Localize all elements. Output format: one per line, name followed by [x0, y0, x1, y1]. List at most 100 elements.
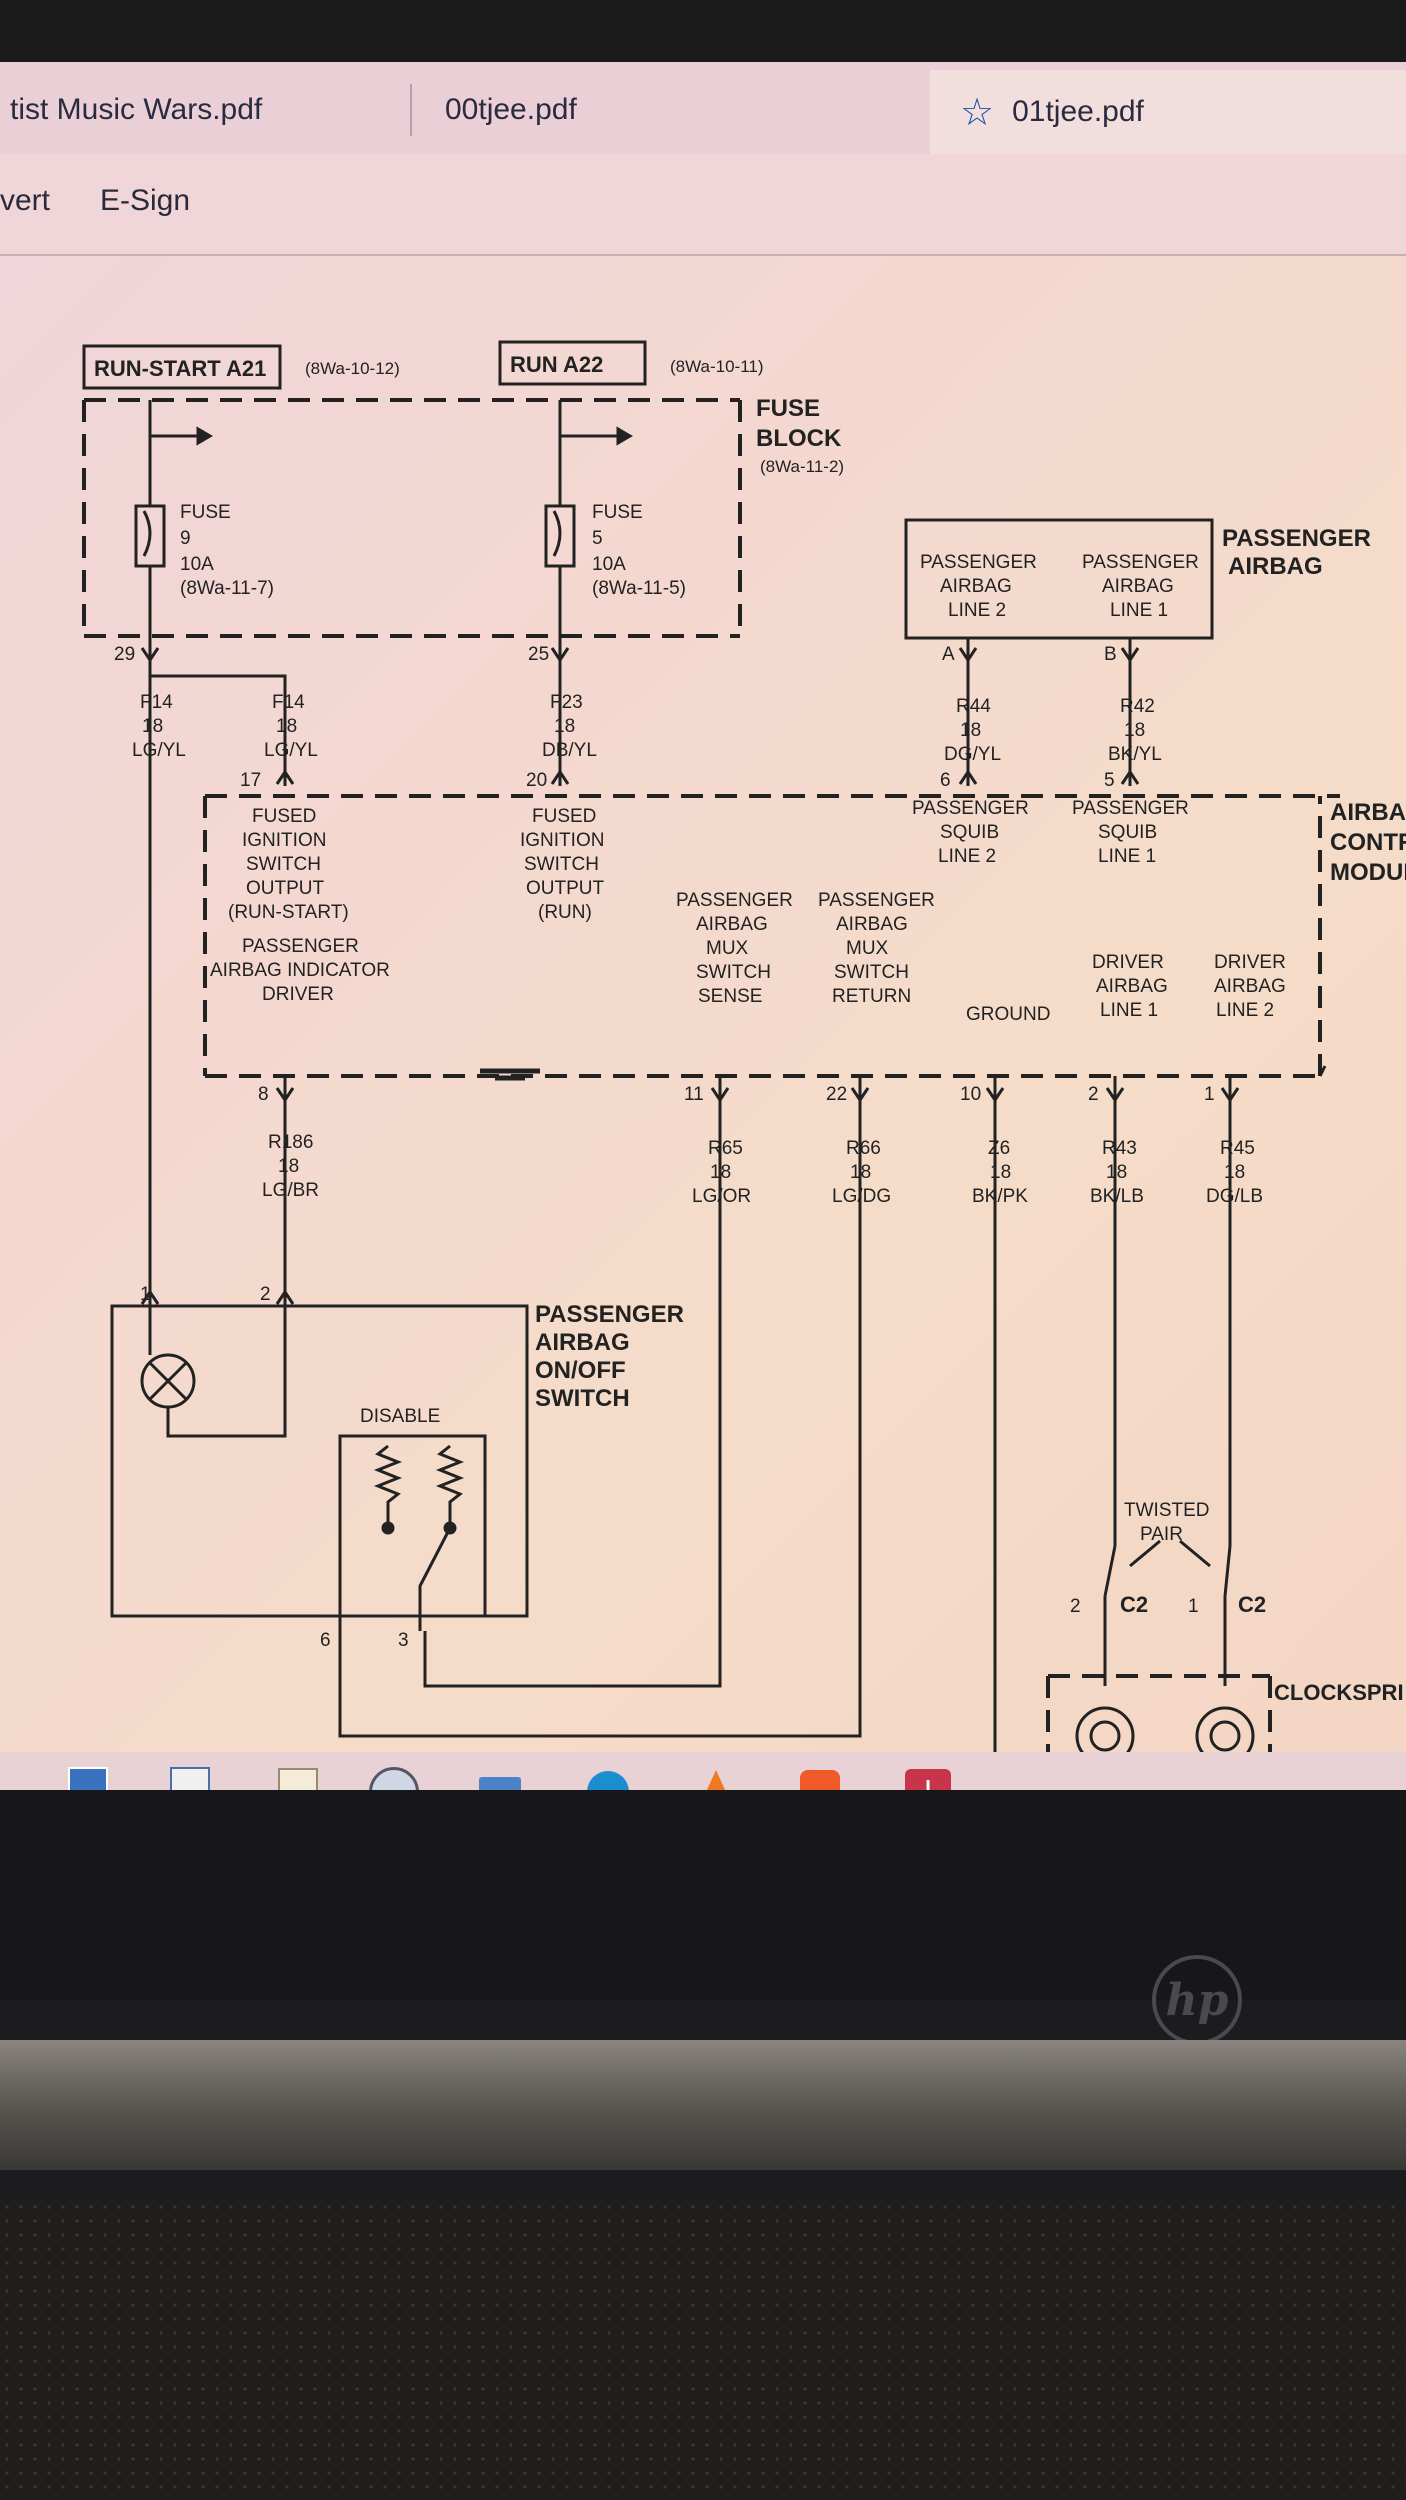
fuse9-l1: FUSE	[180, 502, 231, 523]
wire-r66-l2: 18	[850, 1162, 871, 1183]
wire-r43-l1: R43	[1102, 1138, 1137, 1159]
pin-1: 1	[1204, 1084, 1215, 1105]
wire-z6-l3: BK/PK	[972, 1186, 1028, 1207]
laptop-keyboard-area	[0, 2200, 1406, 2500]
psl1-l1: PASSENGER	[1072, 798, 1189, 819]
wire-f14b-l2: 18	[276, 716, 297, 737]
pmsr-l2: AIRBAG	[836, 914, 908, 935]
acm-title-1: AIRBA	[1330, 799, 1406, 826]
fuse9-l4: (8Wa-11-7)	[180, 578, 274, 599]
wire-r45-l3: DG/LB	[1206, 1186, 1263, 1207]
pin-2: 2	[1088, 1084, 1099, 1105]
run-start-a21-label: RUN-START A21	[94, 356, 266, 381]
tab-label: 00tjee.pdf	[445, 93, 577, 126]
psl1-l2: SQUIB	[1098, 822, 1157, 843]
fuse5-l2: 5	[592, 528, 603, 549]
toolbar: vert E-Sign	[0, 154, 1406, 256]
wire-r43-l3: BK/LB	[1090, 1186, 1144, 1207]
esign-button[interactable]: E-Sign	[100, 184, 191, 217]
wire-r45-l1: R45	[1220, 1138, 1255, 1159]
switch-pin-6: 6	[320, 1630, 331, 1651]
hp-logo: hp	[1152, 1955, 1242, 2045]
switch-title-1: PASSENGER	[535, 1301, 684, 1328]
fuse5-l4: (8Wa-11-5)	[592, 578, 686, 599]
pmss-l3: MUX	[706, 938, 749, 959]
paid-l2: AIRBAG INDICATOR	[210, 960, 390, 981]
pin-25: 25	[528, 644, 549, 665]
tab-label: 01tjee.pdf	[1012, 95, 1144, 128]
wire-z6-l2: 18	[990, 1162, 1011, 1183]
wire-r186-l3: LG/BR	[262, 1180, 319, 1201]
wire-f23-l2: 18	[554, 716, 575, 737]
wire-r186-l1: R186	[268, 1132, 313, 1153]
wire-r65-l1: R65	[708, 1138, 743, 1159]
tab-music-wars[interactable]: tist Music Wars.pdf	[0, 76, 415, 144]
pmsr-l5: RETURN	[832, 986, 911, 1007]
wire-r66-l3: LG/DG	[832, 1186, 891, 1207]
fiso-r-l3: SWITCH	[524, 854, 599, 875]
fiso-rs-l4: OUTPUT	[246, 878, 325, 899]
pair-label: PAIR	[1140, 1524, 1183, 1545]
pin-22: 22	[826, 1084, 847, 1105]
pin-20: 20	[526, 770, 547, 791]
tab-separator	[410, 84, 412, 136]
wire-z6-l1: Z6	[988, 1138, 1010, 1159]
pmss-l5: SENSE	[698, 986, 762, 1007]
wire-r66-l1: R66	[846, 1138, 881, 1159]
switch-pin-2: 2	[260, 1284, 271, 1305]
pmsr-l1: PASSENGER	[818, 890, 935, 911]
switch-title-3: ON/OFF	[535, 1357, 626, 1384]
twisted-label: TWISTED	[1124, 1500, 1210, 1521]
wire-f14b-l1: F14	[272, 692, 305, 713]
dal1-l1: DRIVER	[1092, 952, 1164, 973]
pin-5: 5	[1104, 770, 1115, 791]
convert-button[interactable]: vert	[0, 184, 51, 217]
pal2-l2: AIRBAG	[940, 576, 1012, 597]
wire-r186-l2: 18	[278, 1156, 299, 1177]
wire-r42-l3: BK/YL	[1108, 744, 1162, 765]
fuse-block-label: FUSE	[756, 395, 820, 422]
wire-r44-l1: R44	[956, 696, 991, 717]
pal1-l2: AIRBAG	[1102, 576, 1174, 597]
c2a-label: C2	[1120, 1592, 1148, 1617]
pin-29: 29	[114, 644, 135, 665]
c2a-pin: 2	[1070, 1596, 1081, 1617]
tab-00tjee[interactable]: 00tjee.pdf	[430, 76, 925, 144]
star-icon[interactable]: ☆	[960, 91, 995, 134]
pdf-document-view[interactable]: RUN-START A21 (8Wa-10-12) RUN A22 (8Wa-1…	[20, 256, 1406, 1912]
fiso-r-l4: OUTPUT	[526, 878, 605, 899]
acm-title-2: CONTR	[1330, 829, 1406, 856]
wire-f23-l3: DB/YL	[542, 740, 597, 761]
wire-r65-l3: LG/OR	[692, 1186, 751, 1207]
fuse-block-ref: (8Wa-11-2)	[760, 457, 844, 476]
fiso-rs-l3: SWITCH	[246, 854, 321, 875]
dal1-l3: LINE 1	[1100, 1000, 1158, 1021]
run-ref: (8Wa-10-11)	[670, 357, 764, 376]
c2b-label: C2	[1238, 1592, 1266, 1617]
screen: tist Music Wars.pdf 00tjee.pdf ☆ 01tjee.…	[0, 62, 1406, 1912]
run-a22-label: RUN A22	[510, 352, 603, 377]
wire-f14b-l3: LG/YL	[264, 740, 318, 761]
paid-l1: PASSENGER	[242, 936, 359, 957]
dal2-l2: AIRBAG	[1214, 976, 1286, 997]
wire-f14a-l1: F14	[140, 692, 173, 713]
wiring-diagram: RUN-START A21 (8Wa-10-12) RUN A22 (8Wa-1…	[82, 340, 1406, 1756]
fuse5-l3: 10A	[592, 554, 626, 575]
fiso-rs-l5: (RUN-START)	[228, 902, 349, 923]
run-start-ref: (8Wa-10-12)	[305, 359, 400, 378]
fiso-rs-l1: FUSED	[252, 806, 316, 827]
paid-l3: DRIVER	[262, 984, 334, 1005]
tab-01tjee[interactable]: ☆ 01tjee.pdf	[930, 70, 1406, 154]
switch-title-4: SWITCH	[535, 1385, 630, 1412]
c2b-pin: 1	[1188, 1596, 1199, 1617]
psl2-l1: PASSENGER	[912, 798, 1029, 819]
fiso-rs-l2: IGNITION	[242, 830, 326, 851]
tab-bar: tist Music Wars.pdf 00tjee.pdf ☆ 01tjee.…	[0, 62, 1406, 154]
fiso-r-l2: IGNITION	[520, 830, 604, 851]
wire-r43-l2: 18	[1106, 1162, 1127, 1183]
acm-title-3: MODUL	[1330, 859, 1406, 886]
switch-pin-3: 3	[398, 1630, 409, 1651]
pmsr-l4: SWITCH	[834, 962, 909, 983]
monitor-top-bezel	[0, 0, 1406, 62]
wire-r45-l2: 18	[1224, 1162, 1245, 1183]
